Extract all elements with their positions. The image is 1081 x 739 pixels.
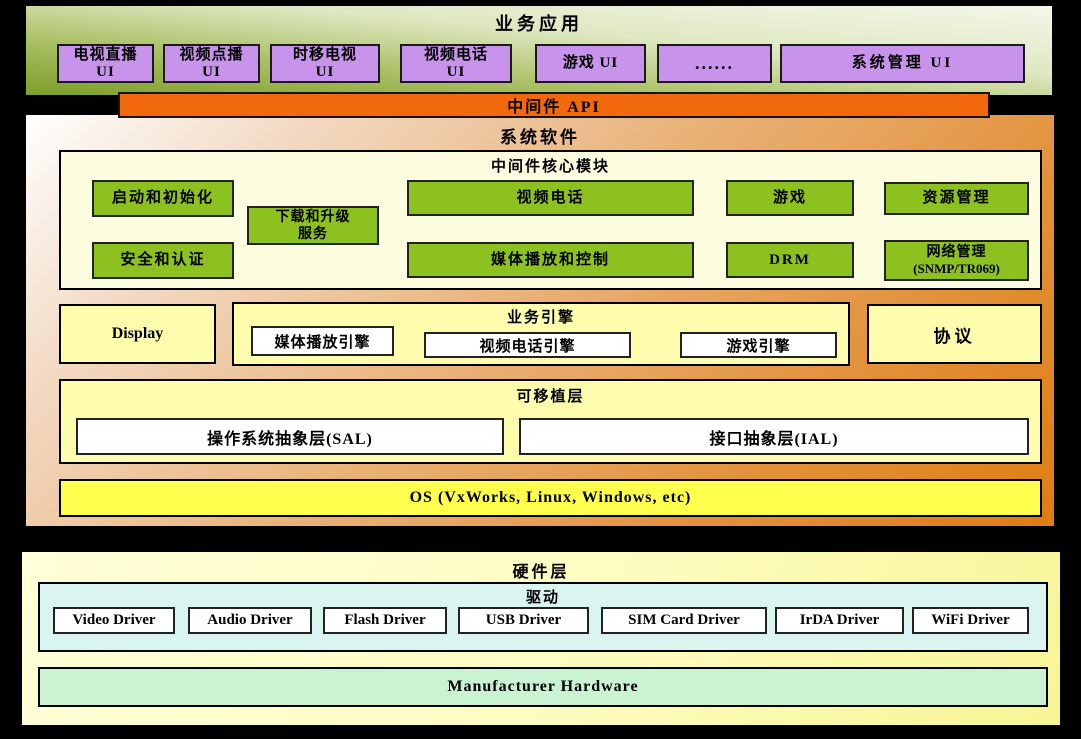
module-resource-management: 资源管理 (884, 182, 1029, 215)
ui-box-label: UI (315, 63, 335, 80)
ui-box-label: 游戏 UI (562, 55, 619, 71)
protocol-box: 协议 (867, 304, 1042, 364)
media-playback-engine-box: 媒体播放引擎 (251, 326, 394, 356)
module-media-playback-control: 媒体播放和控制 (407, 242, 694, 278)
module-download-upgrade: 下载和升级 服务 (247, 206, 379, 245)
system-software-panel: 系统软件 中间件核心模块 启动和初始化 下载和升级 服务 视频电话 游戏 资源管… (24, 113, 1056, 528)
driver-box-audio: Audio Driver (188, 607, 312, 634)
os-box: OS (VxWorks, Linux, Windows, etc) (59, 479, 1042, 517)
module-video-call: 视频电话 (407, 180, 694, 216)
driver-panel: 驱动 Video Driver Audio Driver Flash Drive… (38, 582, 1048, 652)
driver-box-flash: Flash Driver (323, 607, 447, 634)
ui-box-label: 视频电话 (423, 46, 488, 63)
module-security-auth: 安全和认证 (92, 242, 234, 279)
portable-layer-panel: 可移植层 操作系统抽象层(SAL) 接口抽象层(IAL) (59, 379, 1042, 464)
module-label: 服务 (298, 226, 328, 242)
module-label: 下载和升级 (275, 209, 351, 225)
hardware-layer-title: 硬件层 (512, 564, 570, 581)
ui-box-video-call: 视频电话 UI (400, 44, 512, 83)
driver-box-sim-card: SIM Card Driver (601, 607, 767, 634)
ui-box-label: UI (446, 63, 466, 80)
module-network-management: 网络管理 (SNMP/TR069) (884, 240, 1029, 281)
ui-box-timeshift-tv: 时移电视 UI (270, 44, 380, 83)
middleware-core-panel: 中间件核心模块 启动和初始化 下载和升级 服务 视频电话 游戏 资源管理 安全和… (59, 150, 1042, 290)
middleware-api-bar: 中间件 API (118, 92, 990, 118)
manufacturer-hardware-box: Manufacturer Hardware (38, 667, 1048, 707)
module-game: 游戏 (726, 180, 854, 216)
sal-box: 操作系统抽象层(SAL) (76, 418, 504, 455)
middleware-core-title: 中间件核心模块 (490, 159, 610, 175)
module-drm: DRM (726, 242, 854, 278)
ui-box-vod: 视频点播 UI (163, 44, 260, 83)
video-call-engine-box: 视频电话引擎 (424, 332, 631, 358)
driver-box-usb: USB Driver (458, 607, 589, 634)
module-label: (SNMP/TR069) (913, 260, 1000, 276)
ui-box-label: UI (96, 63, 115, 80)
ial-box: 接口抽象层(IAL) (519, 418, 1029, 455)
driver-box-video: Video Driver (53, 607, 175, 634)
middleware-api-label: 中间件 API (507, 99, 601, 116)
hardware-layer-panel: 硬件层 驱动 Video Driver Audio Driver Flash D… (20, 550, 1062, 727)
module-boot-init: 启动和初始化 (92, 180, 234, 217)
driver-box-wifi: WiFi Driver (912, 607, 1029, 634)
ui-box-label: 视频点播 (179, 46, 244, 63)
business-application-panel: 业务应用 电视直播 UI 视频点播 UI 时移电视 UI 视频电话 UI 游戏 … (24, 4, 1054, 97)
ui-box-label: UI (202, 63, 221, 80)
business-engine-panel: 业务引擎 媒体播放引擎 视频电话引擎 游戏引擎 (232, 302, 850, 366)
business-engine-title: 业务引擎 (506, 310, 575, 326)
game-engine-box: 游戏引擎 (680, 332, 837, 358)
ui-box-label: 电视直播 (73, 46, 138, 63)
ui-box-label: ...... (695, 53, 734, 73)
driver-title: 驱动 (525, 590, 560, 606)
ui-box-label: 时移电视 (292, 46, 357, 63)
display-box: Display (59, 304, 216, 364)
ui-box-system-management: 系统管理 UI (780, 44, 1025, 83)
portable-layer-title: 可移植层 (516, 389, 585, 405)
ui-box-label: 系统管理 UI (851, 55, 954, 71)
business-layer-title: 业务应用 (495, 14, 583, 34)
driver-box-irda: IrDA Driver (775, 607, 904, 634)
ui-box-game: 游戏 UI (535, 44, 646, 83)
system-software-title: 系统软件 (500, 128, 580, 147)
ui-box-live-tv: 电视直播 UI (57, 44, 154, 83)
ui-box-ellipsis: ...... (657, 44, 772, 83)
module-label: 网络管理 (926, 244, 987, 260)
